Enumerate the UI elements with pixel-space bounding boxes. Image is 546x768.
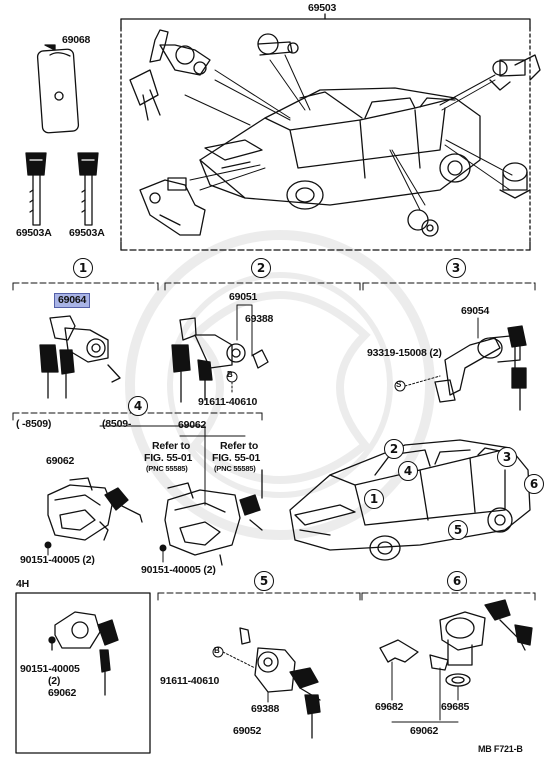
label-key-case: 69068 [62, 34, 91, 46]
label-s5-bolt: 91611-40610 [160, 675, 220, 687]
box-4h [15, 592, 151, 754]
top-door-lock [129, 29, 211, 121]
s6-clip [379, 639, 459, 723]
label-s3-screw: 93319-15008 (2) [367, 347, 442, 359]
label-s4-range1: ( -8509) [16, 418, 52, 430]
key-left [25, 152, 47, 226]
label-s3-part: 69054 [461, 305, 490, 317]
label-box4h-screw: 90151-40005 [20, 663, 80, 675]
s6-trunk-cylinder [429, 599, 533, 687]
footer-code: MB F721-B [478, 744, 523, 754]
car-callout-1: 1 [364, 489, 384, 509]
section-1-marker: 1 [73, 258, 93, 278]
top-right-cylinder [489, 54, 541, 91]
label-assembly: 69503 [308, 2, 337, 14]
section-5-marker: 5 [254, 571, 274, 591]
label-s4-screw1: 90151-40005 (2) [20, 554, 95, 566]
s3-trunk-lock [434, 317, 527, 411]
label-s5-sub: 69388 [251, 703, 280, 715]
top-glove-lock [407, 209, 439, 237]
label-box4h-part: 69062 [48, 687, 77, 699]
watermark-emblem [125, 230, 435, 540]
s3-screw-letter: S [396, 380, 402, 389]
label-s6-part: 69062 [410, 725, 439, 737]
label-s6-p2: 69685 [441, 701, 470, 713]
car-callout-6: 6 [524, 474, 544, 494]
top-car-outline [199, 87, 481, 210]
s4-screws [44, 541, 167, 563]
s2-bolt-letter: B [227, 370, 233, 379]
label-box4h-qty: (2) [48, 675, 61, 687]
top-ignition [139, 177, 206, 236]
label-refer1-title: Refer to [152, 440, 191, 452]
label-s4-p1: 69062 [46, 455, 75, 467]
label-s2-sub: 69388 [245, 313, 274, 325]
label-box-4h: 4H [16, 578, 30, 590]
s4-range-brackets [99, 425, 246, 506]
s5-bolt-symbol [212, 646, 256, 669]
top-small-cylinder [257, 33, 299, 56]
label-key-a2: 69503A [69, 227, 105, 239]
label-refer2-pnc: (PNC 55585) [214, 464, 256, 473]
label-s6-p1: 69682 [375, 701, 404, 713]
key-right [77, 152, 99, 226]
s4-ignition-right [164, 469, 263, 566]
car-callout-4: 4 [398, 461, 418, 481]
label-refer1-pnc: (PNC 55585) [146, 464, 188, 473]
label-s2-bolt: 91611-40610 [198, 396, 258, 408]
label-s4-screw2: 90151-40005 (2) [141, 564, 216, 576]
s4-ignition-left [47, 477, 143, 541]
label-refer2-fig[interactable]: FIG. 55-01 [212, 452, 261, 464]
section-dividers [12, 282, 536, 601]
label-s2-part: 69051 [229, 291, 258, 303]
key-case [36, 44, 80, 134]
car-callout-5: 5 [448, 520, 468, 540]
label-s4-p2: 69062 [178, 419, 207, 431]
label-s4-range2: (8509- [102, 418, 132, 430]
s2-door-lock [171, 304, 269, 403]
s5-lock-cylinder [239, 627, 321, 739]
label-s1-part-highlighted[interactable]: 69064 [54, 293, 91, 308]
top-trunk-lock [499, 162, 531, 199]
s3-screw-symbol [394, 375, 441, 392]
car-callout-3: 3 [497, 447, 517, 467]
label-refer1-fig[interactable]: FIG. 55-01 [144, 452, 193, 464]
label-s5-part: 69052 [233, 725, 262, 737]
car-callout-2: 2 [384, 439, 404, 459]
section-4-marker: 4 [128, 396, 148, 416]
s1-door-lock [39, 315, 121, 399]
section-2-marker: 2 [251, 258, 271, 278]
top-leaders [184, 54, 513, 211]
assembly-bracket [120, 13, 531, 251]
section-3-marker: 3 [446, 258, 466, 278]
mid-car-outline [289, 439, 531, 561]
label-refer2-title: Refer to [220, 440, 259, 452]
s2-bolt-symbol [226, 371, 238, 393]
s5-bolt-letter: B [214, 646, 220, 655]
section-6-marker: 6 [447, 571, 467, 591]
label-key-a1: 69503A [16, 227, 52, 239]
